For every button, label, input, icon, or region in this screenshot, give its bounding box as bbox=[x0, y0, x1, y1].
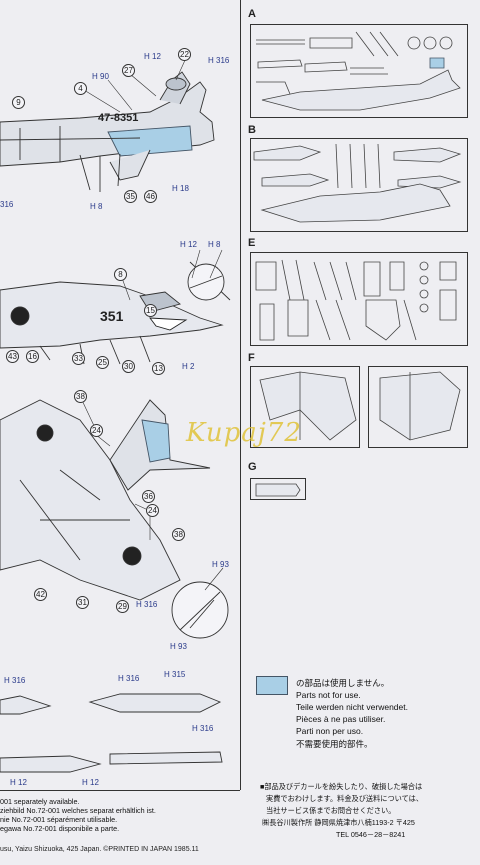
part-number-33: 33 bbox=[72, 352, 85, 365]
bottom-rule-left bbox=[0, 790, 240, 791]
callout-h316-tank-b: H 316 bbox=[118, 674, 140, 683]
part-number-16: 16 bbox=[26, 350, 39, 363]
aircraft-top-view bbox=[0, 71, 215, 192]
watermark: Kupaj72 bbox=[186, 418, 302, 448]
callout-h8-side: H 8 bbox=[208, 240, 221, 249]
part-number-27: 27 bbox=[122, 64, 135, 77]
service-note-2: 実費でおわけします。料金及び送料については、 bbox=[266, 794, 424, 803]
parts-frame-f-left bbox=[250, 366, 360, 448]
serial-side: 351 bbox=[100, 308, 124, 324]
callout-h316: H 316 bbox=[208, 56, 230, 65]
not-for-use-de: Teile werden nicht verwendet. bbox=[296, 702, 408, 712]
availability-note-de: ziehbild No.72-001 welches separat erhäl… bbox=[0, 806, 156, 815]
footer-copyright: usu, Yaizu Shizuoka, 425 Japan. ©PRINTED… bbox=[0, 846, 199, 853]
part-number-15: 15 bbox=[144, 304, 157, 317]
not-for-use-it: Parti non per uso. bbox=[296, 726, 364, 736]
part-number-35: 35 bbox=[124, 190, 137, 203]
callout-h12-side: H 12 bbox=[180, 240, 197, 249]
not-for-use-swatch bbox=[256, 676, 288, 695]
not-for-use-zh: 不需要使用的部件。 bbox=[296, 739, 373, 749]
callout-h18: H 18 bbox=[172, 184, 189, 193]
callout-h12: H 12 bbox=[144, 52, 161, 61]
part-number-29: 29 bbox=[116, 600, 129, 613]
part-number-25: 25 bbox=[96, 356, 109, 369]
part-number-36: 36 bbox=[142, 490, 155, 503]
company-phone: TEL 0546－28－8241 bbox=[336, 830, 406, 839]
section-g-label: G bbox=[248, 461, 257, 473]
callout-h93: H 93 bbox=[212, 560, 229, 569]
callout-h316-tank-c: H 316 bbox=[192, 724, 214, 733]
part-number-22: 22 bbox=[178, 48, 191, 61]
drop-tanks bbox=[0, 693, 223, 773]
part-number-38: 38 bbox=[74, 390, 87, 403]
section-f-label: F bbox=[248, 352, 255, 364]
section-e-label: E bbox=[248, 237, 256, 249]
part-number-13: 13 bbox=[152, 362, 165, 375]
not-for-use-ja: の部品は使用しません。 bbox=[296, 678, 390, 688]
parts-frame-e bbox=[250, 252, 468, 346]
parts-frame-g bbox=[250, 478, 306, 500]
availability-note-en: 001 separately available. bbox=[0, 797, 80, 806]
section-a-label: A bbox=[248, 8, 256, 20]
callout-h316-tank-a: H 316 bbox=[4, 676, 26, 685]
callout-h90: H 90 bbox=[92, 72, 109, 81]
callout-h315: H 315 bbox=[164, 670, 186, 679]
part-number-4: 4 bbox=[74, 82, 87, 95]
callout-h8: H 8 bbox=[90, 202, 103, 211]
part-number-46: 46 bbox=[144, 190, 157, 203]
part-number-42: 42 bbox=[34, 588, 47, 601]
part-number-30: 30 bbox=[122, 360, 135, 373]
service-note-1: ■部品及びデカールを紛失したり、破損した場合は bbox=[260, 782, 423, 791]
callout-h93-detail: H 93 bbox=[170, 642, 187, 651]
aircraft-bottom-view bbox=[0, 399, 229, 639]
serial-top: 47-8351 bbox=[98, 112, 139, 124]
part-number-8: 8 bbox=[114, 268, 127, 281]
company-address: ㈱長谷川製作所 静岡県焼津市八楠1193-2 〒425 bbox=[262, 818, 415, 827]
not-for-use-en: Parts not for use. bbox=[296, 690, 361, 700]
column-divider bbox=[240, 0, 241, 790]
service-note-3: 当社サービス係までお問合せください。 bbox=[266, 806, 396, 815]
callout-h12-tank-a: H 12 bbox=[10, 778, 27, 787]
section-b-label: B bbox=[248, 124, 256, 136]
part-number-43: 43 bbox=[6, 350, 19, 363]
parts-frame-f-right bbox=[368, 366, 468, 448]
callout-316: 316 bbox=[0, 200, 14, 209]
part-number-9: 9 bbox=[12, 96, 25, 109]
parts-frame-b bbox=[250, 138, 468, 232]
part-number-31: 31 bbox=[76, 596, 89, 609]
callout-h2: H 2 bbox=[182, 362, 195, 371]
part-number-24-b: 24 bbox=[146, 504, 159, 517]
part-number-24: 24 bbox=[90, 424, 103, 437]
callout-h12-tank-b: H 12 bbox=[82, 778, 99, 787]
part-number-38-b: 38 bbox=[172, 528, 185, 541]
callout-h316-wing: H 316 bbox=[136, 600, 158, 609]
not-for-use-fr: Pièces à ne pas utiliser. bbox=[296, 714, 386, 724]
parts-frame-a bbox=[250, 24, 468, 118]
availability-note-fr: nie No.72-001 séparément utilisable. bbox=[0, 815, 118, 824]
availability-note-it: egawa No.72-001 disponibile a parte. bbox=[0, 824, 120, 833]
